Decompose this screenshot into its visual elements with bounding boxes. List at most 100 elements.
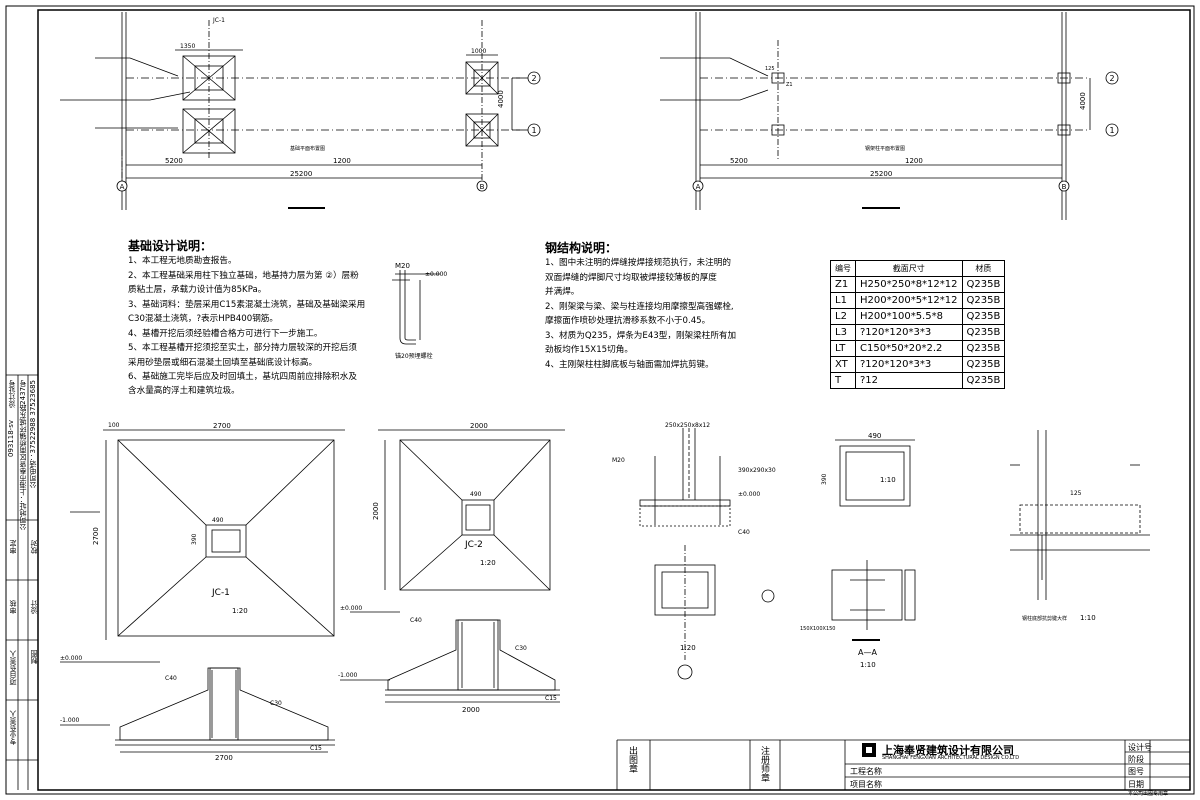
table-cell: H250*250*8*12*12 — [855, 276, 963, 293]
header-code: 编号 — [830, 260, 856, 277]
jc1-level-m1: -1.000 — [60, 717, 80, 724]
steel-note-item: 双面焊缝的焊脚尺寸均取被焊接较薄板的厚度 — [545, 272, 717, 283]
table-cell: Q235B — [961, 276, 1006, 293]
steel-plan-axes: A B 1 2 5200 25200 1200 4000 125 Z1 钢架柱平… — [692, 66, 1119, 192]
jc-label: JC-1 — [212, 17, 225, 24]
table-cell: Q235B — [961, 308, 1006, 325]
axis-1-label: 1 — [531, 126, 536, 135]
header-material: 材质 — [961, 260, 1006, 277]
role-review: 审核 — [9, 600, 17, 614]
jc2-section — [340, 611, 560, 703]
stage-label: 阶段 — [1128, 755, 1144, 764]
project-name-label: 工程名称 — [850, 767, 882, 776]
reg-label: 注册师章 — [759, 746, 769, 782]
table-cell: Q235B — [961, 372, 1006, 389]
base-c40: C40 — [738, 529, 750, 536]
steel-axis-a: A — [696, 183, 701, 191]
foundation-note-item: 5、本工程基槽开挖须挖至实土，部分持力层较深的开挖后须 — [128, 343, 357, 354]
role-approve: 审定 — [9, 540, 17, 554]
footer-label: 本公司出图专用章 — [1128, 791, 1169, 797]
axis-b-label: B — [480, 183, 485, 191]
dim-jc: 1350 — [180, 43, 195, 50]
company-logo — [862, 743, 876, 757]
foundation-note-item: 2、本工程基础采用柱下独立基础，地基持力层为第 ②）层粉 — [128, 270, 359, 281]
foundation-note-item: 4、基槽开挖后须经验槽合格方可进行下一步施工。 — [128, 328, 323, 339]
jc1-section — [60, 661, 335, 753]
table-header-row: 编号 截面尺寸 材质 — [830, 260, 1006, 277]
role-pm: 项目负责人 — [9, 650, 17, 685]
steel-note-item: 1、图中未注明的焊缝按焊接规范执行，未注明的 — [545, 258, 731, 269]
drawing-no-label: 图号 — [1128, 767, 1144, 776]
anchor-key-detail — [1010, 430, 1150, 600]
steel-note-item: 3、材质为Q235，焊条为E43型，刚架梁柱所有加 — [545, 330, 737, 341]
jc2-c40: C40 — [410, 617, 422, 624]
company-name-en: SHANGHAI FENGXIAN ARCHITECTURAL DESIGN C… — [882, 755, 1020, 761]
foundation-note-item: 6、基础施工完毕后应及时回填土，基坑四周前应排除积水及 — [128, 372, 357, 383]
role-draw: 制图 — [30, 650, 38, 664]
jc1-dim490: 490 — [212, 517, 224, 524]
table-cell: H200*200*5*12*12 — [855, 292, 963, 309]
company-address: 公司地址：上海市奉贤区南桥镇环城东路2437号 — [19, 380, 27, 531]
drawing-frame — [37, 9, 1191, 791]
section-aa-label: A—A — [858, 648, 877, 657]
jc2-label: JC-2 — [464, 540, 483, 550]
plate-scale: 1:10 — [880, 476, 896, 484]
header-section: 截面尺寸 — [855, 260, 963, 277]
foundation-plan-title: 基础平面布置图 — [290, 145, 325, 152]
steel-notes-title: 钢结构说明： — [545, 241, 618, 255]
design-no-label: 设计号 — [1128, 743, 1152, 752]
jc1-dim: 2700 — [213, 422, 231, 430]
dim-mid: 1200 — [333, 157, 351, 165]
plate-size: 390x290x30 — [738, 467, 776, 474]
cert-no: 093118-sv — [7, 420, 15, 458]
steel-dim-span: 4000 — [1079, 92, 1087, 110]
table-cell: Q235B — [961, 324, 1006, 341]
foundation-note-item: 采用砂垫层或细石混凝土回填至基础底设计标高。 — [128, 357, 318, 368]
foundation-notes-list: 1、本工程无地质勘查报告。2、本工程基础采用柱下独立基础，地基持力层为第 ②）层… — [128, 255, 365, 398]
jc1-dim100: 100 — [108, 422, 120, 429]
table-cell: ?12 — [855, 372, 963, 389]
foundation-note-item: C30混凝土浇筑，?表示HPB400钢筋。 — [128, 314, 278, 325]
steel-notes-list: 1、图中未注明的焊缝按焊接规范执行，未注明的 双面焊缝的焊脚尺寸均取被焊接较薄板… — [545, 257, 736, 371]
steel-dim-total: 25200 — [870, 170, 892, 178]
steel-note-item: 4、主刚架柱柱脚底板与轴面需加焊抗剪键。 — [545, 359, 714, 370]
foundation-plan-axes: A B 1 2 5200 25200 1200 4000 1350 1000 J… — [116, 17, 541, 192]
company-name-cn: 上海奉贤建筑设计有限公司 — [882, 744, 1014, 757]
title-block — [616, 739, 1190, 790]
column-base-elevation — [639, 428, 775, 680]
jc1-label: JC-1 — [211, 588, 230, 598]
jc1-section-dim: 2700 — [215, 754, 233, 762]
base-bolt: M20 — [612, 457, 625, 464]
anchor-dim: 125 — [1070, 490, 1082, 497]
table-cell: LT — [830, 340, 856, 357]
jc1-c15: C15 — [310, 745, 322, 752]
jc2-scale: 1:20 — [480, 559, 496, 567]
role-check: 校对 — [30, 540, 38, 554]
foundation-notes-title: 基础设计说明： — [128, 239, 213, 253]
jc1-c40: C40 — [165, 675, 177, 682]
steel-c125: 125 — [765, 66, 775, 72]
steel-plan-title: 钢架柱平面布置图 — [865, 145, 905, 152]
bolt-level: ±0.000 — [425, 271, 447, 278]
steel-axis-b: B — [1062, 183, 1067, 191]
bolt-section-size: 150X100X150 — [800, 626, 835, 632]
plate-dim: 490 — [868, 432, 881, 440]
base-scale: 1:20 — [680, 644, 696, 652]
axis-2-label: 2 — [531, 74, 536, 83]
foundation-note-item: 含水量高的浮土和建筑垃圾。 — [128, 386, 240, 397]
table-cell: Z1 — [830, 276, 856, 293]
stamp-label: 出图章 — [627, 746, 637, 773]
role-lead: 专业负责人 — [9, 710, 17, 745]
jc2-dim490: 490 — [470, 491, 482, 498]
table-cell: H200*100*5.5*8 — [855, 308, 963, 325]
steel-note-item: 摩擦面作喷砂处理抗滑移系数不小于0.45。 — [545, 316, 711, 327]
table-cell: C150*50*20*2.2 — [855, 340, 963, 357]
steel-note-item: 2、刚架梁与梁、梁与柱连接均用摩擦型高强螺栓, — [545, 301, 734, 312]
table-cell: Q235B — [961, 292, 1006, 309]
table-cell: ?120*120*3*3 — [855, 356, 963, 373]
